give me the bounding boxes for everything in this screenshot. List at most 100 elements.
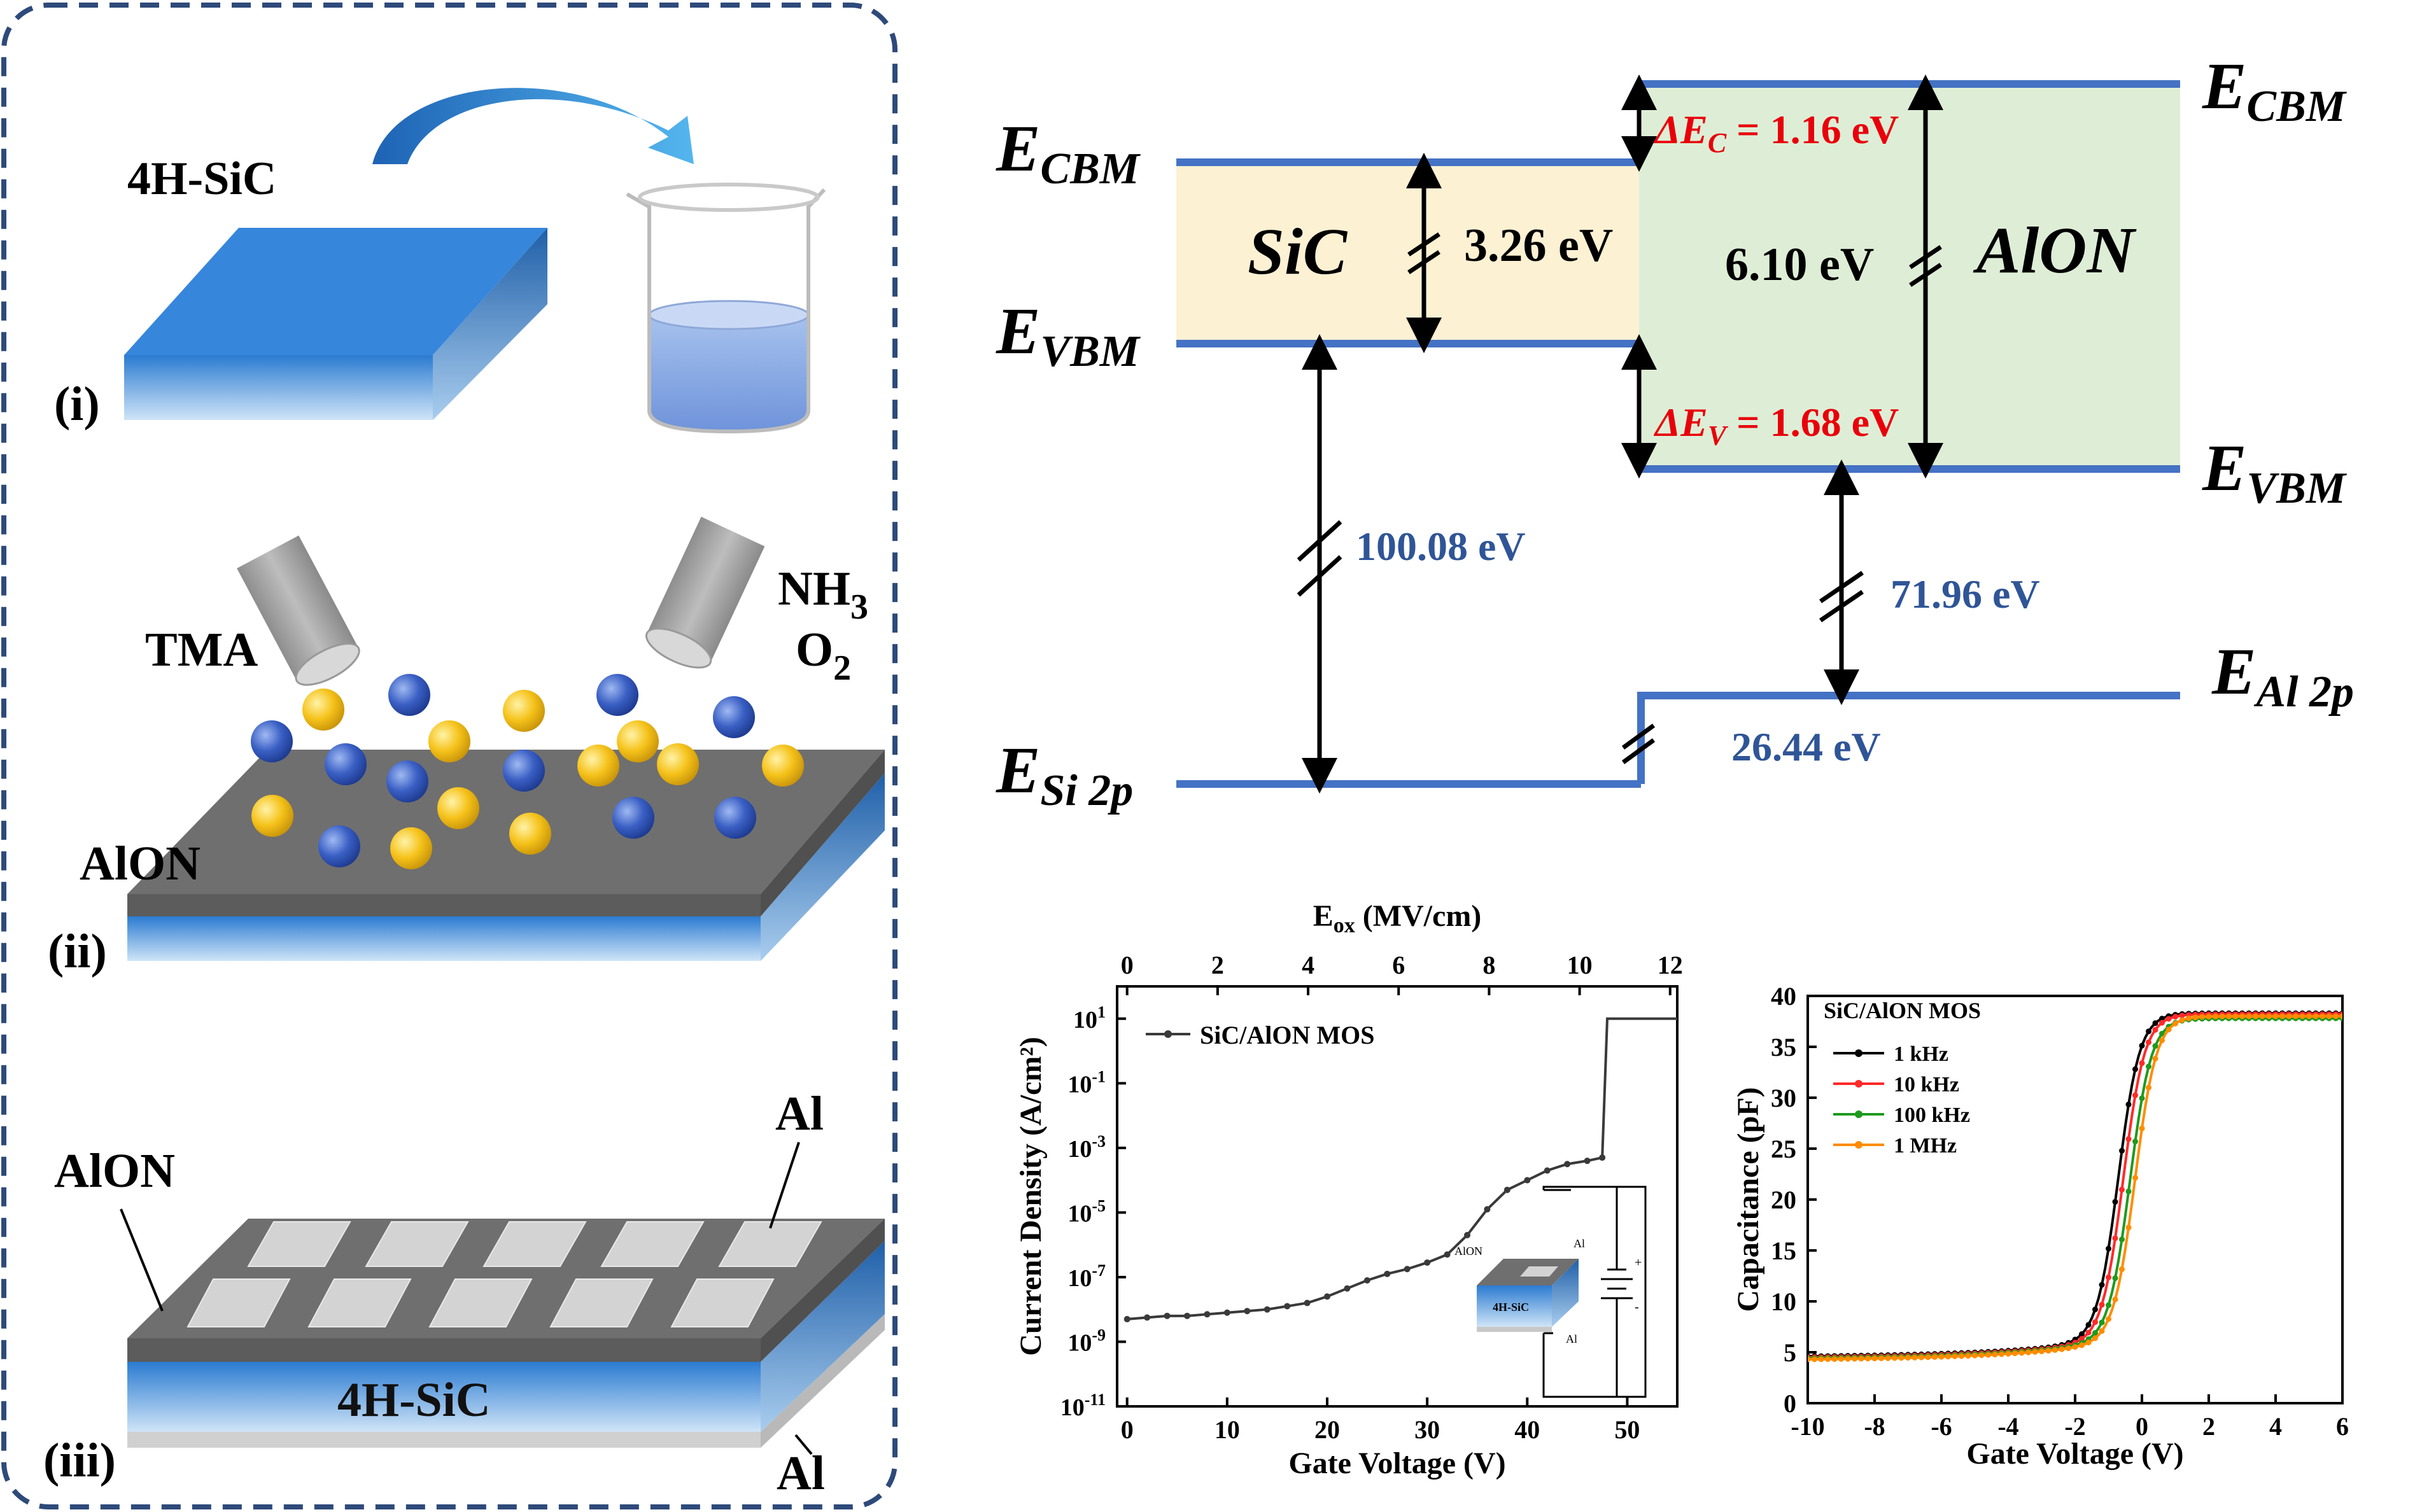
core-level-offset: 26.44 eV [1731, 724, 1881, 769]
cv-data-point [2092, 1319, 2098, 1326]
cv-data-point [2306, 1013, 2312, 1019]
delta-ec-label: ΔEC = 1.16 eV [1653, 107, 1899, 158]
al-top-pointer [769, 1142, 800, 1229]
cv-y-axis-label: Capacitance (pF) [1731, 1087, 1765, 1312]
cv-data-point [2139, 1060, 2145, 1067]
cv-title: SiC/AlON MOS [1824, 998, 1981, 1023]
inset-plus-label: + [1635, 1256, 1642, 1270]
cv-data-point [2092, 1335, 2098, 1341]
cv-data-point [2106, 1316, 2111, 1322]
step-ii-wafer [127, 750, 885, 961]
cv-data-point [2259, 1013, 2265, 1019]
jv-y-tick-label: 10-1 [1067, 1067, 1106, 1098]
cv-legend-marker [1855, 1141, 1862, 1149]
cv-data-point [1952, 1353, 1958, 1359]
jv-data-point [1284, 1303, 1291, 1310]
jv-y-tick-label: 10-3 [1067, 1132, 1106, 1163]
jv-legend: SiC/AlON MOS [1146, 1021, 1374, 1049]
cv-data-point [2159, 1037, 2165, 1044]
cv-data-point [2032, 1348, 2038, 1355]
cv-data-point [1992, 1352, 1998, 1358]
cv-data-point [2232, 1013, 2239, 1019]
jv-y-tick-label: 101 [1073, 1003, 1106, 1033]
jv-data-point [1304, 1299, 1311, 1306]
inset-sic-label: 4H-SiC [1493, 1301, 1529, 1313]
cv-data-point [2199, 1014, 2205, 1020]
cv-data-point [2139, 1095, 2145, 1102]
cv-data-point [1808, 1356, 1811, 1362]
cv-legend-label: 1 MHz [1894, 1134, 1957, 1158]
cv-data-point [1945, 1354, 1951, 1360]
alon-al2p-label: EAl 2p [2211, 635, 2354, 717]
cv-y-tick-label: 15 [1771, 1236, 1796, 1265]
jv-x-tick-label: 0 [1121, 1415, 1134, 1444]
cv-data-point [1985, 1352, 1991, 1358]
cv-x-tick-label: -6 [1931, 1412, 1952, 1441]
cv-data-point [2272, 1013, 2279, 1019]
cv-data-point [2132, 1175, 2138, 1181]
cv-data-point [2165, 1026, 2172, 1033]
alon-name: AlON [1973, 214, 2137, 287]
cv-data-point [2159, 1016, 2165, 1022]
cv-data-point [2165, 1016, 2172, 1022]
jv-data-point [1424, 1259, 1431, 1266]
jv-data-point [1484, 1206, 1491, 1213]
cv-data-point [1919, 1354, 1924, 1361]
jv-top-axis-label: Eox (MV/cm) [1313, 899, 1482, 937]
step-ii-label: (ii) [48, 925, 107, 978]
cv-series-line [1808, 1017, 2342, 1360]
cv-data-point [2092, 1330, 2098, 1336]
jv-y-tick-label: 10-5 [1067, 1196, 1106, 1227]
inset-al-bottom-label: Al [1566, 1333, 1577, 1345]
cv-x-tick-label: 2 [2202, 1412, 2215, 1441]
cv-data-point [1845, 1355, 1851, 1362]
jv-y-tick-label: 10-9 [1067, 1326, 1106, 1356]
cv-data-point [2099, 1328, 2105, 1334]
jv-top-tick-label: 8 [1482, 951, 1495, 979]
band-diagram: SiC AlON 3.26 eV 6.10 eV ΔEC = 1.16 eV Δ… [996, 50, 2354, 815]
cv-data-point [1972, 1352, 1978, 1359]
cv-data-point [2025, 1349, 2031, 1355]
alon-core-offset: 71.96 eV [1890, 571, 2040, 617]
cv-data-point [2159, 1019, 2165, 1026]
jv-data-point [1324, 1293, 1330, 1300]
jv-legend-label: SiC/AlON MOS [1200, 1021, 1374, 1049]
jv-x-tick-label: 30 [1414, 1415, 1440, 1444]
cv-data-point [2079, 1342, 2085, 1348]
cv-data-point [2172, 1020, 2178, 1026]
cv-data-point [1852, 1355, 1857, 1362]
cv-data-point [2125, 1224, 2132, 1231]
al-electrode-pads [187, 1221, 822, 1327]
jv-data-point [1164, 1312, 1171, 1319]
gap-arrows [1297, 74, 1943, 794]
cv-data-point [1965, 1353, 1971, 1359]
jv-x-tick-label: 10 [1215, 1415, 1240, 1444]
cv-data-point [2266, 1013, 2272, 1019]
jv-data-point [1344, 1285, 1351, 1292]
jv-top-tick-label: 0 [1121, 951, 1134, 979]
cv-data-point [1871, 1355, 1878, 1362]
cv-x-tick-label: 4 [2269, 1412, 2282, 1441]
cv-x-tick-label: -8 [1864, 1412, 1885, 1441]
cv-data-point [1932, 1354, 1938, 1360]
cv-series-line [1808, 1012, 2342, 1359]
cv-data-point [1818, 1356, 1824, 1362]
cv-data-point [2125, 1188, 2132, 1194]
sic-label-iii: 4H-SiC [337, 1373, 491, 1427]
process-panel: 4H-SiC (i) TMA NH3 O2 [1, 3, 898, 1509]
cv-data-point [1831, 1356, 1838, 1362]
cv-data-point [1878, 1355, 1884, 1361]
cv-data-point [1978, 1352, 1985, 1359]
jv-top-tick-label: 4 [1302, 951, 1314, 979]
jv-inset: AlON Al 4H-SiC Al + - [1454, 1186, 1647, 1398]
step-iii-label: (iii) [43, 1434, 116, 1487]
jv-data-point [1223, 1309, 1230, 1316]
cv-data-point [2092, 1306, 2098, 1313]
jv-data-point [1599, 1154, 1606, 1161]
jv-data-point [1544, 1167, 1551, 1174]
cv-x-tick-label: -2 [2064, 1412, 2085, 1441]
jv-top-tick-label: 6 [1392, 951, 1405, 979]
